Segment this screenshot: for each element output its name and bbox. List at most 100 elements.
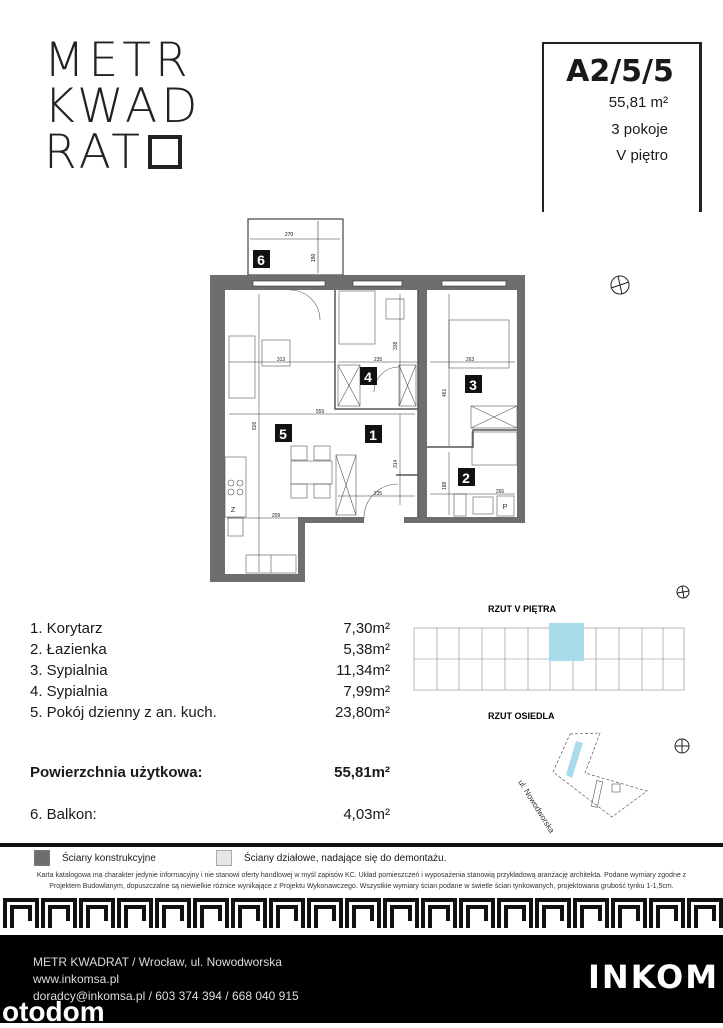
meander-tile [611, 898, 647, 928]
meander-tile [573, 898, 609, 928]
room-name: 5. Pokój dzienny z an. kuch. [30, 704, 217, 721]
room-area: 11,34m² [336, 662, 390, 679]
meander-tile [307, 898, 343, 928]
room-number-5: 5 [279, 426, 287, 442]
legend-label: Ściany konstrukcyjne [62, 852, 156, 864]
unit-info-bar [699, 42, 702, 212]
room-number-3: 3 [469, 377, 477, 393]
disclaimer: Karta katalogowa ma charakter jedynie in… [20, 870, 703, 892]
footer-contact[interactable]: doradcy@inkomsa.pl / 603 374 394 / 668 0… [33, 989, 299, 1003]
meander-tile [117, 898, 153, 928]
footer-website-link[interactable]: www.inkomsa.pl [33, 972, 120, 986]
room-name: 3. Sypialnia [30, 662, 108, 679]
legend-partition: Ściany działowe, nadające się do demonta… [216, 850, 446, 866]
disclaimer-line: Projektem Budowlanym, dopuszczalne są ni… [49, 883, 674, 890]
meander-tile [459, 898, 495, 928]
legend-label: Ściany działowe, nadające się do demonta… [244, 852, 447, 864]
room-name: 4. Sypialnia [30, 683, 108, 700]
logo-line: METR [44, 33, 192, 88]
total-area: 55,81m² [334, 764, 390, 781]
footer-address: METR KWADRAT / Wrocław, ul. Nowodworska [33, 955, 282, 969]
unit-area: 55,81 m² [608, 94, 668, 111]
site-map-title: RZUT OSIEDLA [488, 711, 555, 721]
compass-icon [674, 738, 690, 754]
meander-tile [345, 898, 381, 928]
dim-room2-width: 266 [496, 489, 505, 495]
room-area: 5,38m² [343, 641, 390, 658]
compass-icon [610, 275, 630, 295]
dimension-lines [227, 294, 515, 572]
meander-tile [383, 898, 419, 928]
legend-structural: Ściany konstrukcyjne [34, 850, 156, 866]
meander-tile [269, 898, 305, 928]
dim-room5-depth: 826 [252, 421, 258, 430]
furniture [224, 289, 518, 574]
site-map: ul. Nowodworska [516, 732, 648, 835]
balcony-row: 6. Balkon:4,03m² [30, 806, 390, 827]
room-number-4: 4 [364, 369, 372, 385]
dim-kitchen-width: 209 [272, 513, 281, 519]
meander-tile [649, 898, 685, 928]
dim-balcony-depth: 150 [311, 253, 317, 262]
room-number-1: 1 [369, 427, 377, 443]
room-area: 7,30m² [343, 620, 390, 637]
room-name: 1. Korytarz [30, 620, 103, 637]
dim-balcony-width: 270 [285, 232, 294, 238]
meander-tile [155, 898, 191, 928]
dim-room2-depth: 188 [442, 481, 448, 490]
dim-room3-width: 263 [466, 357, 475, 363]
inkom-logo: INKOM [588, 958, 720, 996]
divider [0, 843, 723, 847]
meander-tile [41, 898, 77, 928]
meander-tile [79, 898, 115, 928]
unit-rooms: 3 pokoje [611, 121, 668, 138]
logo-line: KWAD [44, 79, 202, 134]
logo-line: RAT [44, 129, 201, 176]
meander-tile [687, 898, 723, 928]
footer [0, 935, 723, 1023]
dim-room1-depth: 314 [393, 459, 399, 468]
windows [252, 280, 507, 287]
room-row: 1. Korytarz 7,30m² [30, 620, 390, 641]
room-number-2: 2 [462, 470, 470, 486]
balcony-area: 4,03m² [343, 806, 390, 823]
meander-tile [421, 898, 457, 928]
meander-tile [3, 898, 39, 928]
structural-swatch [34, 850, 50, 866]
room-area: 23,80m² [334, 704, 390, 721]
dim-room5-width: 313 [277, 357, 286, 363]
meander-tile [193, 898, 229, 928]
meander-tile [535, 898, 571, 928]
meander-border [3, 898, 723, 928]
partition-swatch [216, 850, 232, 866]
dim-room1-width: 235 [374, 491, 383, 497]
unit-code: A2/5/5 [566, 54, 674, 89]
unit-info-box [542, 42, 702, 212]
washer-label: P [503, 504, 508, 511]
room-row: 5. Pokój dzienny z an. kuch. 23,80m² [30, 704, 390, 725]
street-label: ul. Nowodworska [516, 778, 556, 835]
disclaimer-line: Karta katalogowa ma charakter jedynie in… [36, 872, 687, 879]
room-area: 7,99m² [343, 683, 390, 700]
unit-highlight [549, 623, 584, 661]
dim-total-width: 559 [316, 409, 325, 415]
floor-map-title: RZUT V PIĘTRA [488, 604, 557, 614]
total-label: Powierzchnia użytkowa: [30, 764, 203, 781]
meander-tile [497, 898, 533, 928]
dim-room4-width: 235 [374, 357, 383, 363]
room-number-6: 6 [257, 252, 265, 268]
logo-text: RAT [44, 125, 144, 180]
building-floor-map [413, 623, 685, 691]
otodom-watermark: otodom [2, 996, 105, 1027]
logo-square-icon [147, 135, 182, 169]
metr-kwadrat-logo: METR KWAD RAT [44, 33, 202, 176]
dim-room3-depth: 461 [442, 388, 448, 397]
partition-walls [334, 290, 517, 517]
total-area-row: Powierzchnia użytkowa: 55,81m² [30, 764, 390, 785]
unit-floor: V piętro [616, 147, 668, 164]
room-row: 4. Sypialnia 7,99m² [30, 683, 390, 704]
dim-room4-depth: 338 [393, 341, 399, 350]
